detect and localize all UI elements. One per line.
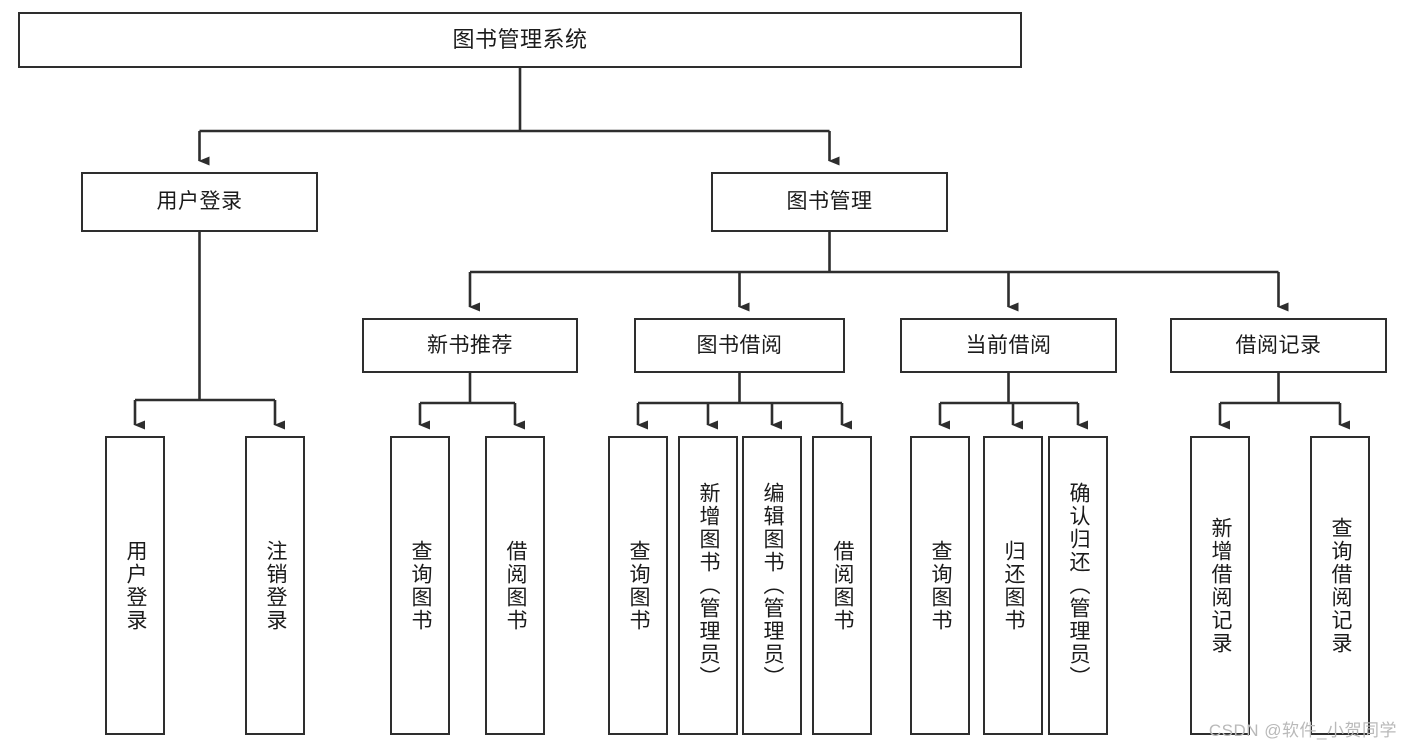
node-label: 用户登录 — [124, 539, 148, 632]
node-label: 注销登录 — [264, 539, 288, 632]
node-label: 当前借阅 — [965, 333, 1052, 357]
node-label: 查询图书 — [627, 539, 651, 632]
node-label: 借阅图书 — [504, 539, 528, 632]
node-label: 图书管理 — [786, 190, 873, 214]
node-current-borrow[interactable]: 当前借阅 — [900, 318, 1117, 373]
node-label: 图书管理系统 — [452, 26, 588, 52]
node-leaf-cb-confirm[interactable]: 确认归还（管理员） — [1048, 436, 1108, 735]
node-label: 编辑图书（管理员） — [761, 482, 785, 689]
node-leaf-user-login[interactable]: 用户登录 — [105, 436, 165, 735]
node-book-borrow[interactable]: 图书借阅 — [634, 318, 845, 373]
node-label: 查询借阅记录 — [1329, 516, 1353, 655]
node-leaf-bb-add[interactable]: 新增图书（管理员） — [678, 436, 738, 735]
node-label: 新增借阅记录 — [1209, 516, 1233, 655]
node-label: 借阅图书 — [831, 539, 855, 632]
node-borrow-record[interactable]: 借阅记录 — [1170, 318, 1387, 373]
node-label: 新书推荐 — [427, 333, 513, 357]
node-leaf-rec-query[interactable]: 查询图书 — [390, 436, 450, 735]
node-label: 新增图书（管理员） — [697, 482, 721, 689]
node-label: 图书借阅 — [696, 333, 783, 357]
node-label: 查询图书 — [929, 539, 953, 632]
node-label: 借阅记录 — [1235, 333, 1322, 357]
node-leaf-bb-edit[interactable]: 编辑图书（管理员） — [742, 436, 802, 735]
node-label: 查询图书 — [409, 539, 433, 632]
node-book-mgmt[interactable]: 图书管理 — [711, 172, 948, 232]
node-leaf-bb-borrow[interactable]: 借阅图书 — [812, 436, 872, 735]
node-leaf-user-logout[interactable]: 注销登录 — [245, 436, 305, 735]
node-leaf-br-add[interactable]: 新增借阅记录 — [1190, 436, 1250, 735]
node-user-login[interactable]: 用户登录 — [81, 172, 318, 232]
node-leaf-br-query[interactable]: 查询借阅记录 — [1310, 436, 1370, 735]
watermark-text: CSDN @软件_小贺同学 — [1208, 721, 1397, 740]
node-label: 确认归还（管理员） — [1067, 482, 1091, 689]
node-leaf-bb-query[interactable]: 查询图书 — [608, 436, 668, 735]
node-leaf-cb-query[interactable]: 查询图书 — [910, 436, 970, 735]
node-leaf-rec-borrow[interactable]: 借阅图书 — [485, 436, 545, 735]
node-root[interactable]: 图书管理系统 — [18, 12, 1022, 68]
node-new-book-rec[interactable]: 新书推荐 — [362, 318, 578, 373]
node-label: 用户登录 — [156, 190, 243, 214]
node-leaf-cb-return[interactable]: 归还图书 — [983, 436, 1043, 735]
node-label: 归还图书 — [1002, 539, 1026, 632]
